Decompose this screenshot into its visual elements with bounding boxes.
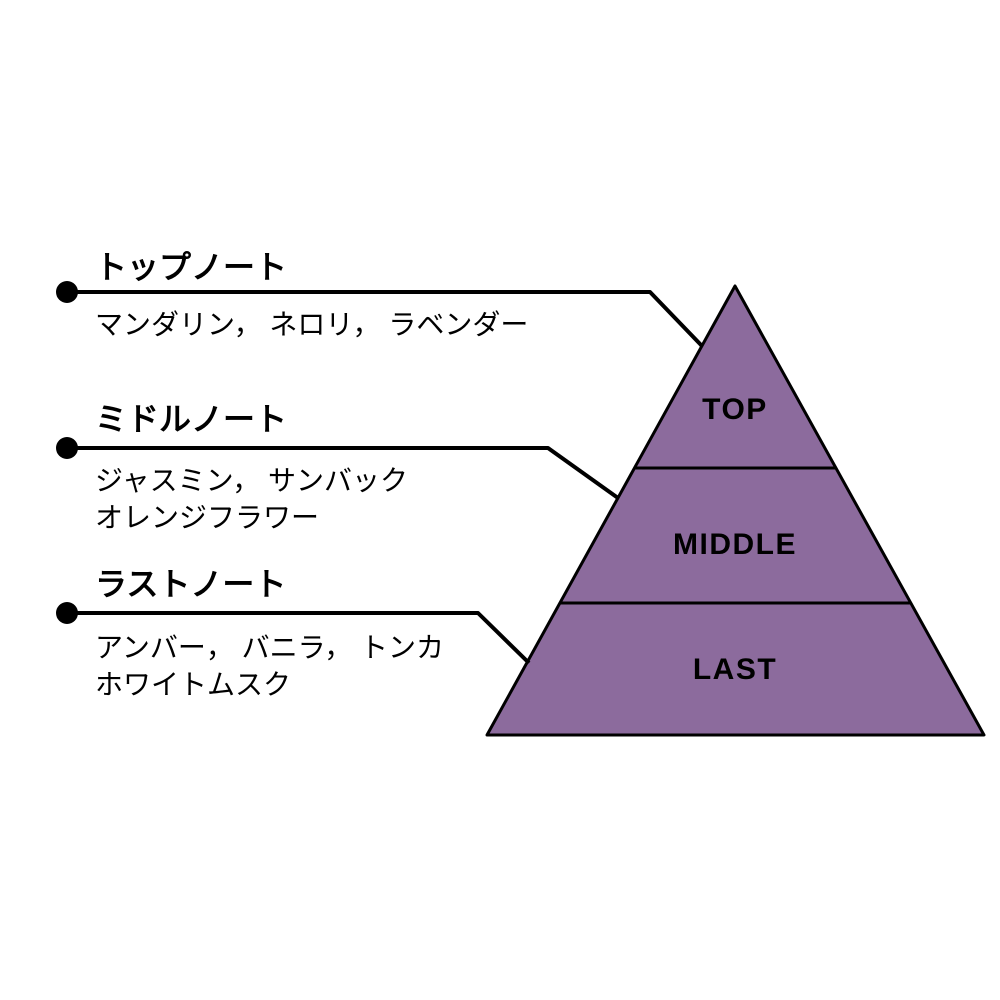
top-note-heading: トップノート bbox=[95, 249, 287, 285]
middle-note-ingredients-line2: オレンジフラワー bbox=[95, 502, 319, 533]
last-note-heading: ラストノート bbox=[95, 566, 286, 602]
last-note-ingredients-line2: ホワイトムスク bbox=[95, 669, 291, 700]
connector-line-top bbox=[67, 290, 704, 348]
pyramid-tier-label-last: LAST bbox=[693, 653, 777, 686]
middle-note-ingredients-line1: ジャスミン， サンバック bbox=[95, 465, 408, 496]
top-note-ingredients: マンダリン， ネロリ， ラベンダー bbox=[95, 309, 528, 340]
bullet-dot-top bbox=[56, 281, 78, 303]
connector-line-last bbox=[67, 611, 531, 665]
pyramid-tier-label-middle: MIDDLE bbox=[673, 528, 797, 561]
connector-line-middle bbox=[67, 446, 620, 500]
last-note-ingredients-line1: アンバー， バニラ， トンカ bbox=[95, 632, 444, 663]
pyramid-tier-label-top: TOP bbox=[702, 393, 768, 426]
middle-note-heading: ミドルノート bbox=[95, 401, 287, 437]
pyramid-shape bbox=[485, 284, 986, 737]
bullet-dot-last bbox=[56, 602, 78, 624]
bullet-dot-middle bbox=[56, 437, 78, 459]
